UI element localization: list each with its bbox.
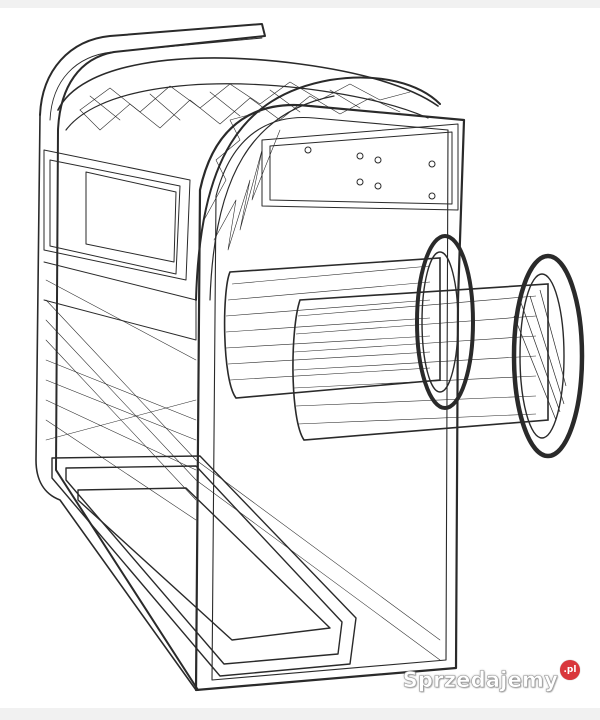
watermark-badge: .pl	[560, 660, 580, 680]
hood-front-arc	[195, 76, 441, 301]
cylinder-lower-front-ring-inner	[519, 273, 565, 439]
cylinder-port-upper	[223, 234, 475, 410]
cylinder-lower-body	[292, 283, 549, 441]
mounting-plate	[261, 123, 459, 211]
housing-back-arc	[35, 114, 197, 691]
housing-back-arc-inner	[49, 37, 263, 121]
cylinder-port-lower	[292, 253, 585, 459]
housing-front-inner-outline	[211, 116, 449, 681]
watermark-logo: Sprzedajemy .pl	[402, 660, 580, 693]
housing-left-profile	[39, 23, 266, 691]
internal-wires	[45, 279, 441, 661]
hood-lattice	[79, 81, 411, 251]
housing-front-outline	[194, 103, 466, 692]
watermark-text: Sprzedajemy	[402, 668, 558, 693]
top-border-strip	[0, 0, 600, 8]
cylinder-lower-front-ring	[511, 253, 585, 459]
side-panels	[43, 149, 197, 341]
bottom-border-strip	[0, 708, 600, 720]
cylinder-lower-inner-fins	[513, 289, 567, 421]
hood-front-arc-inner	[209, 95, 335, 301]
cylinder-upper-body	[223, 257, 441, 399]
bottom-tray	[51, 455, 357, 677]
cylinder-lower-ribs	[293, 295, 537, 425]
hood-top-arc-a	[57, 57, 439, 111]
cylinder-upper-front-ring	[415, 234, 475, 410]
cylinder-upper-ribs	[225, 265, 431, 381]
housing-shell	[35, 23, 466, 692]
hood-top-arc-b	[65, 83, 429, 131]
